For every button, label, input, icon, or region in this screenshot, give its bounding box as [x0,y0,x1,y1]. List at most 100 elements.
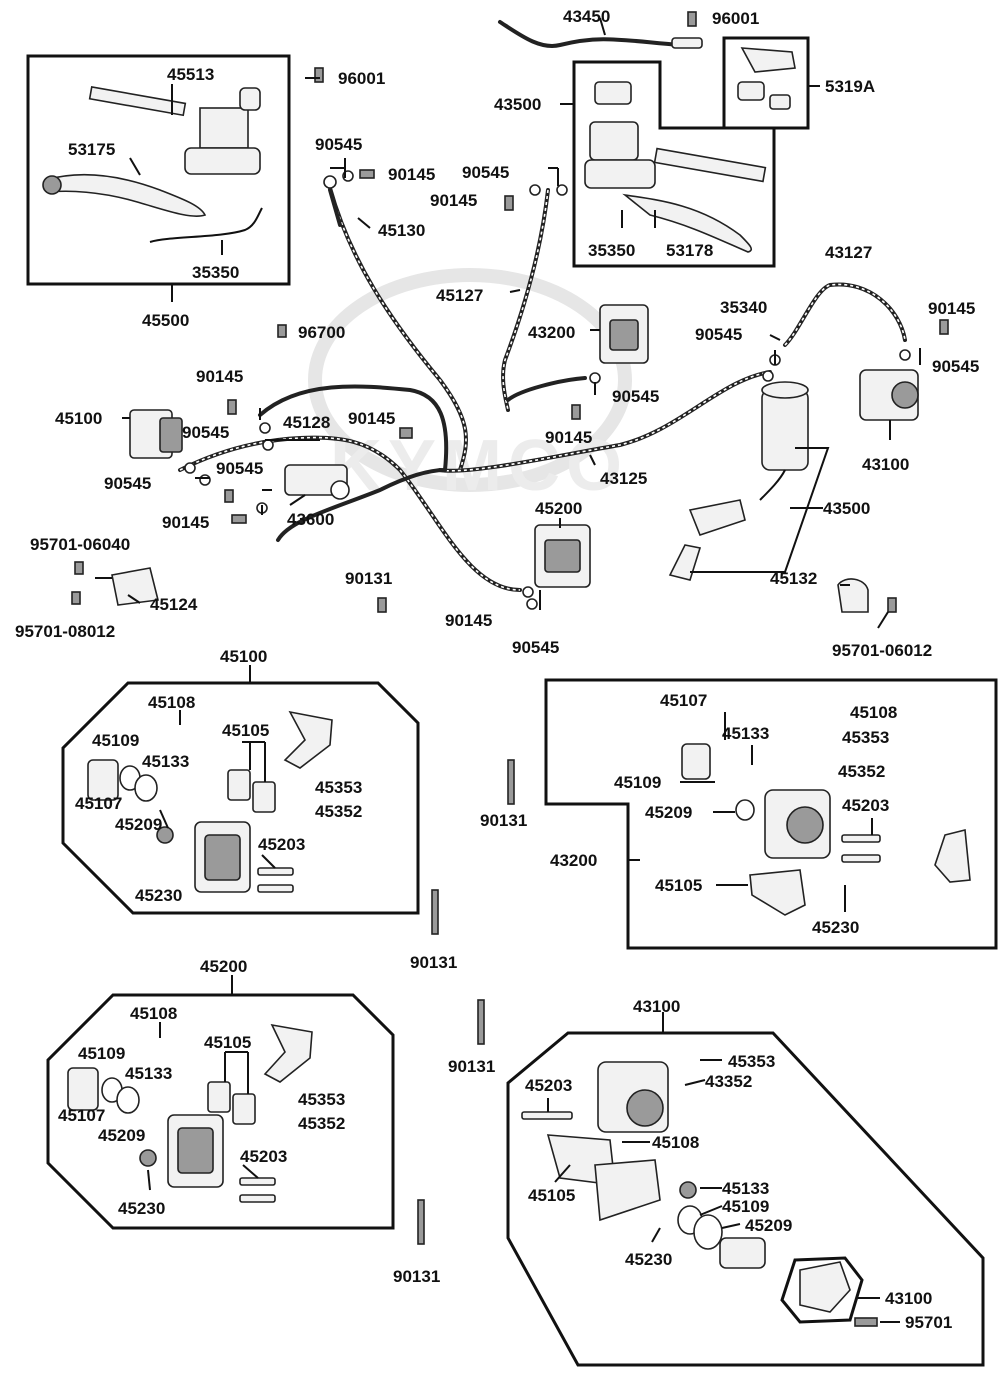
label-45353-c: 45353 [298,1090,345,1109]
piston-45107a [87,759,119,801]
label-90145-f: 90145 [348,409,395,428]
label-90145-h: 90145 [445,611,492,630]
label-45109-b: 45109 [614,773,661,792]
label-43352: 43352 [705,1072,752,1091]
label-45209-d: 45209 [745,1216,792,1235]
label-43500-master: 43500 [494,95,541,114]
label-45108-c: 45108 [130,1004,177,1023]
piston-45107c [67,1067,99,1111]
parts [42,37,971,1324]
label-45230-d: 45230 [625,1250,672,1269]
label-45230-a: 45230 [135,886,182,905]
label-45200-group: 45200 [200,957,247,976]
frame-5319A [722,36,810,130]
label-45124: 45124 [150,595,198,614]
bracket-43100 [594,1159,661,1222]
label-90131-e: 90131 [393,1267,440,1286]
label-45109-a: 45109 [92,731,139,750]
piston-43100 [719,1237,766,1269]
label-90545-b: 90545 [462,163,509,182]
label-45353-a: 45353 [315,778,362,797]
reservoir-43500 [761,389,809,471]
label-96001-top: 96001 [712,9,759,28]
label-45352-a: 45352 [315,802,362,821]
label-90131-d: 90131 [448,1057,495,1076]
label-45230-c: 45230 [118,1199,165,1218]
label-43450: 43450 [563,7,610,26]
label-45230-b: 45230 [812,918,859,937]
label-90131-c: 90131 [480,811,527,830]
label-90145-d: 90145 [928,299,975,318]
label-53178: 53178 [666,241,713,260]
label-45203-d: 45203 [525,1076,572,1095]
label-45352-b: 45352 [838,762,885,781]
brake-hoses [178,20,907,592]
label-43100-group: 43100 [633,997,680,1016]
label-96700: 96700 [298,323,345,342]
label-90145-b: 90145 [430,191,477,210]
reservoir-cap [594,81,632,105]
label-45133-c: 45133 [125,1064,172,1083]
label-45353-d: 45353 [728,1052,775,1071]
label-45133-b: 45133 [722,724,769,743]
label-45209-b: 45209 [645,803,692,822]
label-45209-a: 45209 [115,815,162,834]
label-35350-right: 35350 [588,241,635,260]
master-cylinder-45513 [199,107,249,149]
frame-43200 [544,678,998,950]
frame-45500 [26,54,291,286]
label-45108-b: 45108 [850,703,897,722]
label-45127: 45127 [436,286,483,305]
label-45105-a: 45105 [222,721,269,740]
bracket-45124 [111,567,159,606]
label-90145-g: 90145 [162,513,209,532]
label-95701-08012: 95701-08012 [15,622,115,641]
piston-kit [88,86,187,117]
label-45108-a: 45108 [148,693,195,712]
leader-lines [95,17,921,1323]
label-45128: 45128 [283,413,330,432]
caliper-inset-43100 [799,1261,851,1313]
frame-45100 [61,681,420,915]
brake-lever-53178 [622,193,752,253]
bracket-45200 [263,1023,313,1083]
label-43125: 43125 [600,469,647,488]
clamp-45132 [837,578,869,613]
label-43100-inset: 43100 [885,1289,932,1308]
label-90145-e: 90145 [196,367,243,386]
label-45203-c: 45203 [240,1147,287,1166]
label-95701-06040: 95701-06040 [30,535,130,554]
label-45130: 45130 [378,221,425,240]
part-number-labels: 45513 53175 35350 45500 96001 43450 9600… [15,7,979,1332]
pads-45105b [749,869,806,916]
piston-45107b [681,743,711,780]
label-90545-c: 90545 [612,387,659,406]
label-45203-b: 45203 [842,796,889,815]
label-90545-a: 90545 [315,135,362,154]
master-cylinder-body [184,147,261,175]
label-90131-a: 90131 [345,569,392,588]
label-45513: 45513 [167,65,214,84]
label-90545-i: 90545 [512,638,559,657]
label-45105-c: 45105 [204,1033,251,1052]
label-45203-a: 45203 [258,835,305,854]
label-35340: 35340 [720,298,767,317]
label-43500-foot: 43500 [823,499,870,518]
frame-43100 [506,1031,985,1367]
label-45109-c: 45109 [78,1044,125,1063]
foot-master-cylinder [688,499,746,536]
label-90545-e: 90545 [932,357,979,376]
label-45109-d: 45109 [722,1197,769,1216]
label-43127: 43127 [825,243,872,262]
label-45108-d: 45108 [652,1133,699,1152]
label-95701: 95701 [905,1313,952,1332]
label-43100-top: 43100 [862,455,909,474]
bracket-45100 [283,710,333,769]
label-45133-a: 45133 [142,752,189,771]
label-90545-g: 90545 [104,474,151,493]
label-45209-c: 45209 [98,1126,145,1145]
label-45353-b: 45353 [842,728,889,747]
label-45107-a: 45107 [75,794,122,813]
label-90545-d: 90545 [695,325,742,344]
label-35350-left: 35350 [192,263,239,282]
